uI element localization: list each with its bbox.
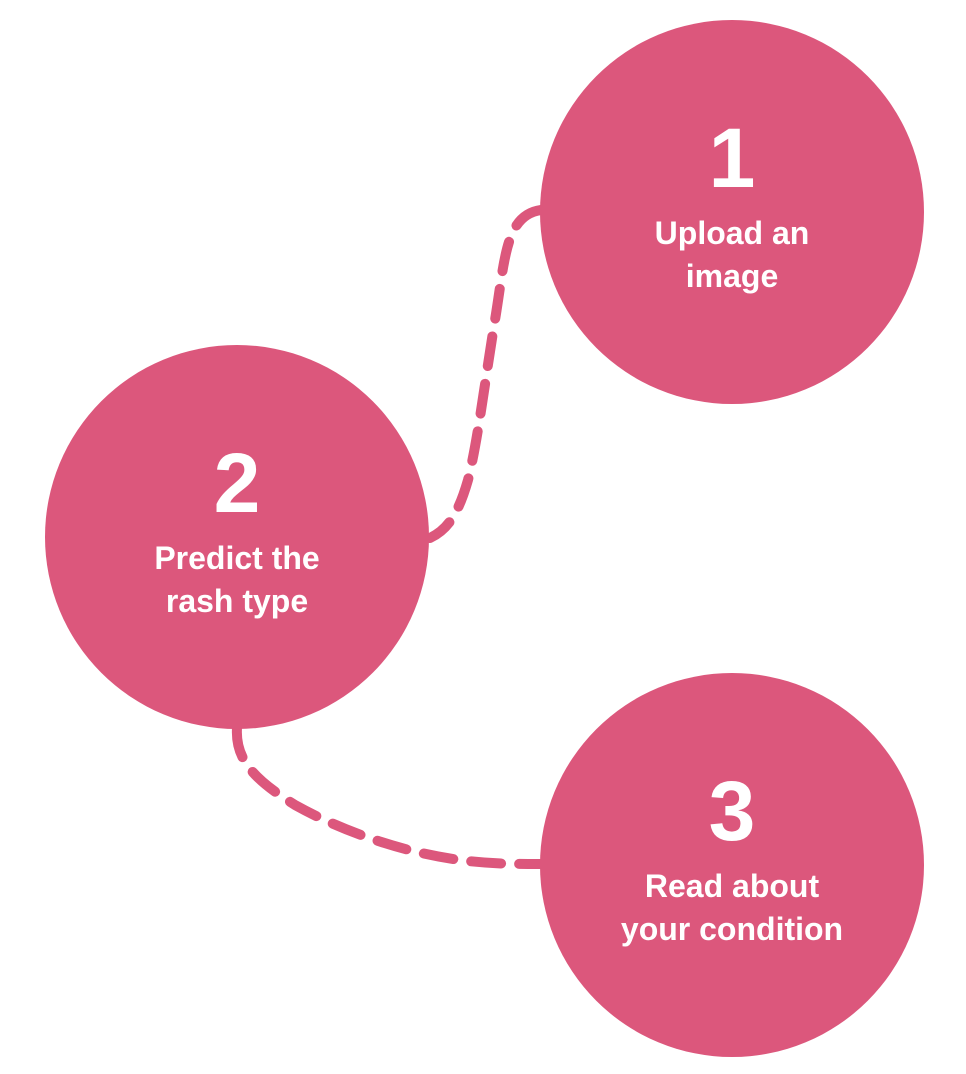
- connector-step2-step3: [231, 723, 546, 869]
- step-1-number: 1: [708, 111, 756, 205]
- step-2-label-line1: Predict the: [154, 540, 320, 576]
- step-3-circle: 3 Read about your condition: [540, 673, 924, 1057]
- step-1-label-line2: image: [685, 258, 779, 294]
- step-2-label: Predict the rash type: [107, 537, 367, 623]
- step-2-number: 2: [213, 436, 261, 530]
- step-1-circle: 1 Upload an image: [540, 20, 924, 404]
- step-1-label-line1: Upload an: [654, 215, 810, 251]
- step-3-label-line2: your condition: [620, 911, 844, 947]
- step-3-number: 3: [708, 764, 756, 858]
- connector-step1-step2: [425, 205, 546, 543]
- step-2-label-line2: rash type: [165, 583, 309, 619]
- step-1-label: Upload an image: [602, 212, 862, 298]
- step-2-circle: 2 Predict the rash type: [45, 345, 429, 729]
- step-3-label: Read about your condition: [602, 865, 862, 951]
- step-3-label-line1: Read about: [644, 868, 820, 904]
